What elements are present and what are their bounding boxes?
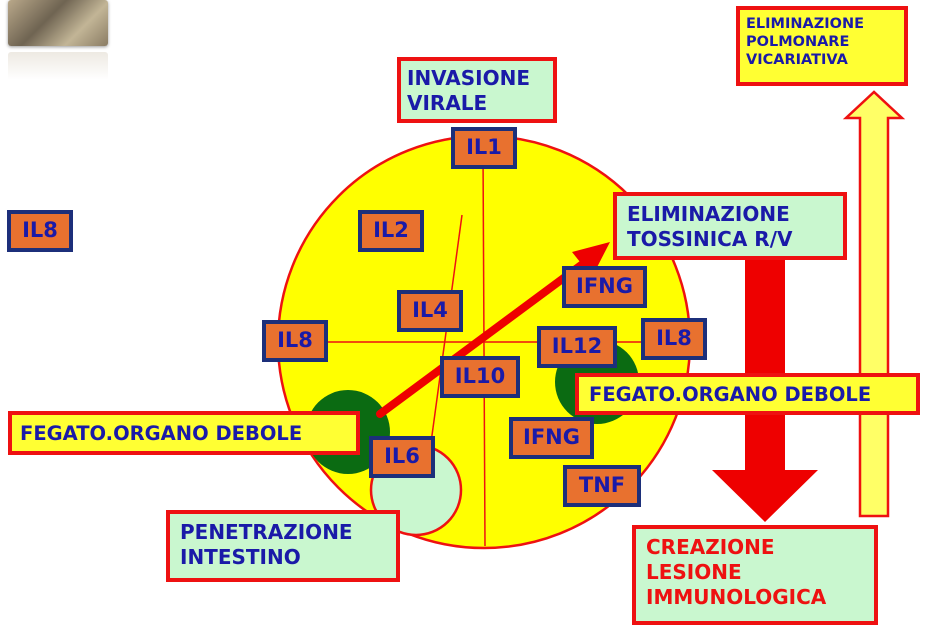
cytokine-il10: IL10 <box>440 356 520 398</box>
eliminazione-tossinica-label: ELIMINAZIONE TOSSINICA R/V <box>627 202 793 251</box>
cytokine-ifng-bottom: IFNG <box>509 417 594 459</box>
cytokine-il8-far-left: IL8 <box>7 210 73 252</box>
cytokine-il10-label: IL10 <box>454 364 506 388</box>
vertical-axis-line <box>482 149 486 547</box>
creazione-lesione-box: CREAZIONE LESIONE IMMUNOLOGICA <box>632 525 878 625</box>
yellow-up-arrow <box>842 90 906 518</box>
cytokine-ifng-top: IFNG <box>562 266 647 308</box>
cytokine-il6: IL6 <box>369 436 435 478</box>
red-diagonal-arrow-shaft <box>376 256 592 418</box>
cytokine-il1: IL1 <box>451 127 517 169</box>
invasione-virale-label: INVASIONE VIRALE <box>407 66 531 115</box>
cytokine-il1-label: IL1 <box>466 135 502 159</box>
diagonal-line <box>429 214 463 451</box>
eliminazione-polmonare-label: ELIMINAZIONE POLMONARE VICARIATIVA <box>746 16 864 69</box>
cytokine-il4-label: IL4 <box>412 298 448 322</box>
red-diagonal-arrow-head <box>572 242 610 277</box>
cytokine-ifng-top-label: IFNG <box>576 274 633 298</box>
cytokine-il4: IL4 <box>397 290 463 332</box>
cytokine-il8-left-label: IL8 <box>277 328 313 352</box>
fegato-left-label: FEGATO.ORGANO DEBOLE <box>20 422 303 445</box>
fegato-right-box: FEGATO.ORGANO DEBOLE <box>575 373 920 415</box>
cytokine-il8-right-label: IL8 <box>656 326 692 350</box>
cytokine-il6-label: IL6 <box>384 444 420 468</box>
cytokine-il12: IL12 <box>537 326 617 368</box>
thumbnail-reflection <box>8 52 108 80</box>
cytokine-il8-far-left-label: IL8 <box>22 218 58 242</box>
cytokine-ifng-bottom-label: IFNG <box>523 425 580 449</box>
penetrazione-intestino-label: PENETRAZIONE INTESTINO <box>180 520 353 569</box>
cytokine-il2-label: IL2 <box>373 218 409 242</box>
cytokine-il8-right: IL8 <box>641 318 707 360</box>
cytokine-tnf-label: TNF <box>578 473 626 497</box>
eliminazione-polmonare-box: ELIMINAZIONE POLMONARE VICARIATIVA <box>736 6 908 86</box>
penetrazione-intestino-box: PENETRAZIONE INTESTINO <box>166 510 400 582</box>
cytokine-il8-left: IL8 <box>262 320 328 362</box>
creazione-lesione-label: CREAZIONE LESIONE IMMUNOLOGICA <box>646 535 827 609</box>
cytokine-tnf: TNF <box>563 465 641 507</box>
thumbnail-image <box>8 0 108 46</box>
eliminazione-tossinica-box: ELIMINAZIONE TOSSINICA R/V <box>613 192 847 260</box>
fegato-right-label: FEGATO.ORGANO DEBOLE <box>589 383 872 406</box>
invasione-virale-box: INVASIONE VIRALE <box>397 57 557 123</box>
cytokine-il12-label: IL12 <box>551 334 603 358</box>
cytokine-il2: IL2 <box>358 210 424 252</box>
fegato-left-box: FEGATO.ORGANO DEBOLE <box>8 411 360 455</box>
